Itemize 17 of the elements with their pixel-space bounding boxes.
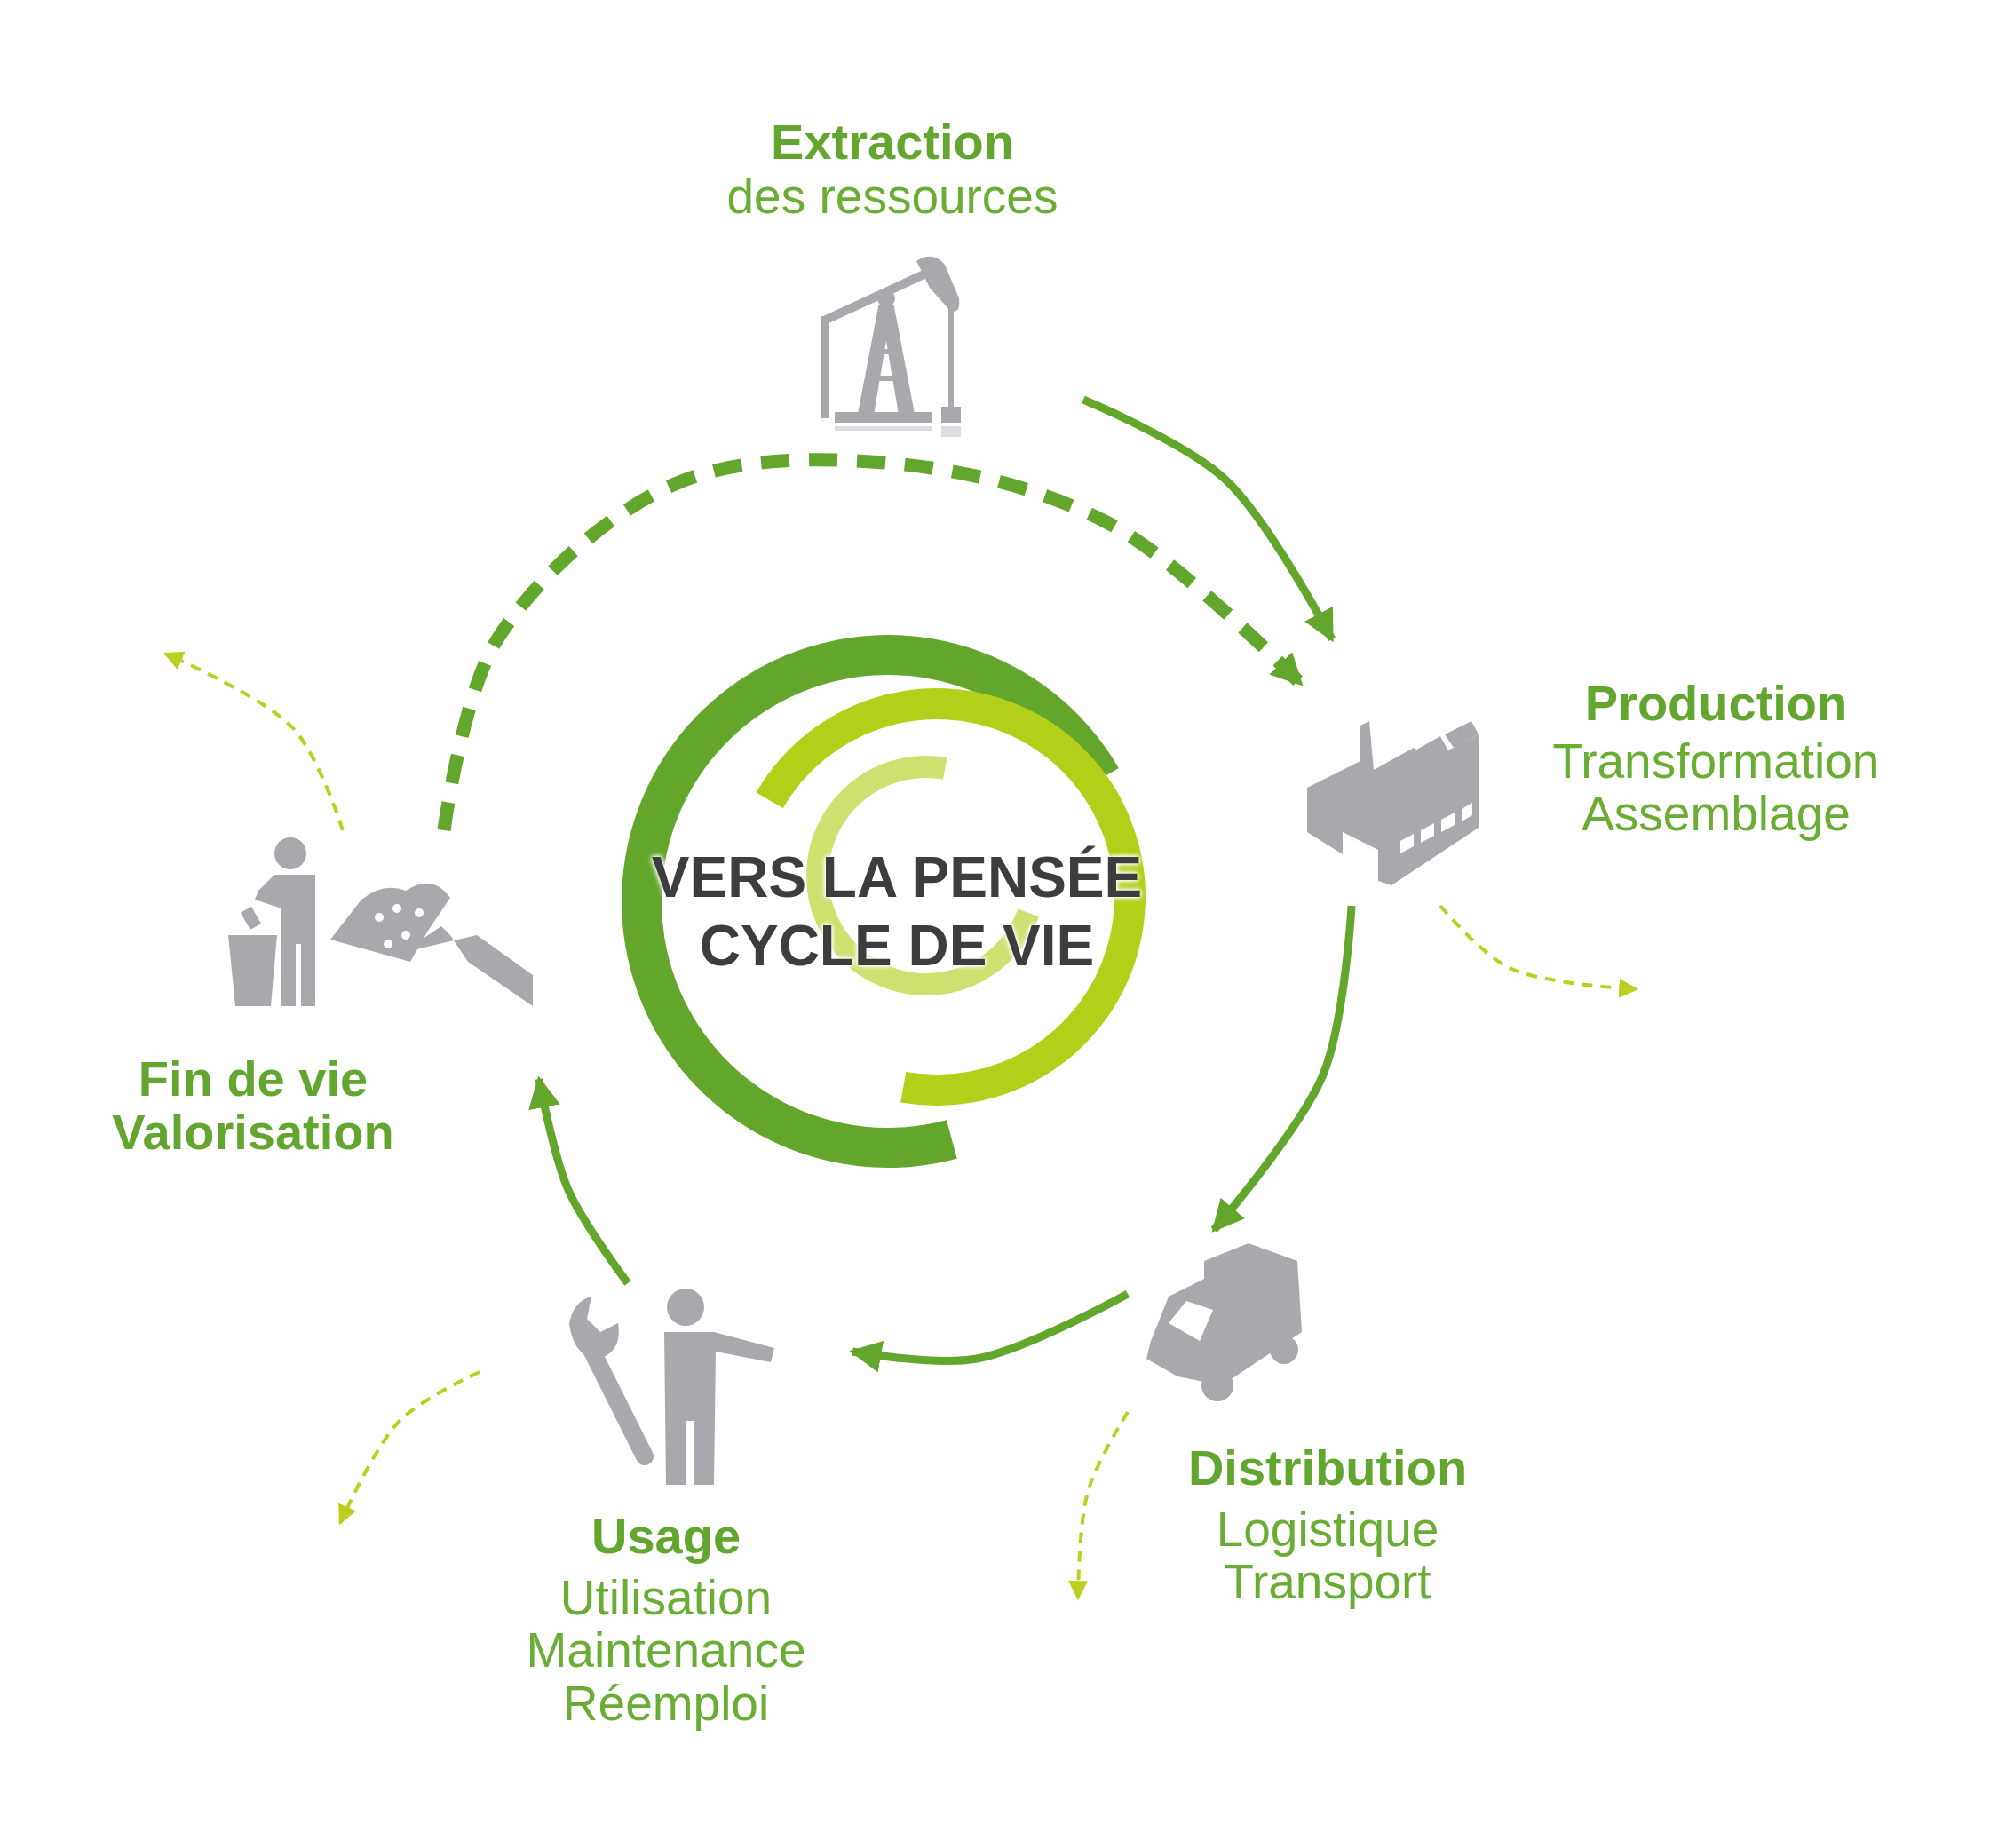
arrow xyxy=(849,1290,1130,1373)
dashed-arrow xyxy=(1068,1410,1130,1601)
stage-title: Extraction xyxy=(770,115,1015,170)
stage-title: Usage xyxy=(590,1510,742,1564)
arrow xyxy=(1210,905,1356,1233)
stage-title: Distribution xyxy=(1186,1441,1469,1495)
dashed-arrow xyxy=(338,1370,480,1525)
stage-description: Utilisation Maintenance Réemploi xyxy=(525,1572,807,1731)
stage-description: Transformation Assemblage xyxy=(1551,735,1881,841)
stage-title: Fin de vie Valorisation xyxy=(111,1052,395,1160)
dashed-arrow xyxy=(1439,904,1639,998)
stage-description: Logistique Transport xyxy=(1215,1503,1440,1609)
arrow xyxy=(1082,395,1336,643)
dashed-arrow xyxy=(163,651,345,831)
arrow xyxy=(528,1075,631,1286)
stage-description: des ressources xyxy=(725,171,1059,224)
stage-title: Production xyxy=(1583,677,1849,731)
